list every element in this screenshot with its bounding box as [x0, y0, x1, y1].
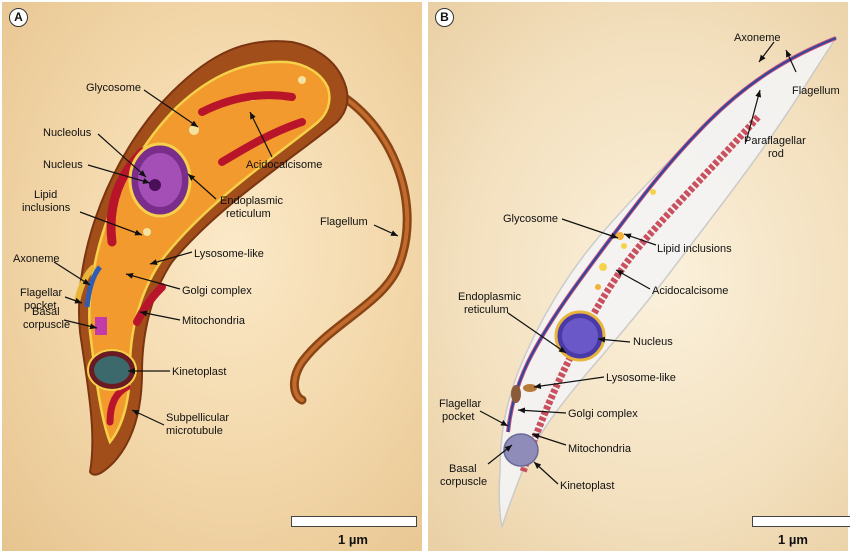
panel-b: B Axoneme Flagellum Paraflagellar rod Gl… [428, 2, 850, 551]
label-lysosome-like: Lysosome-like [606, 372, 676, 384]
label-flagellum: Flagellum [792, 85, 840, 97]
label-lipid-inclusions-line2: inclusions [22, 202, 71, 214]
label-subpellicular-microtubule-line1: Subpellicular [166, 412, 229, 424]
label-flagellum: Flagellum [320, 216, 368, 228]
label-lipid-inclusions-line1: Lipid [34, 189, 58, 201]
kinetoplast [503, 433, 539, 467]
basal-corpuscle [95, 317, 107, 335]
label-nucleus: Nucleus [43, 159, 83, 171]
label-acidocalcisome: Acidocalcisome [652, 285, 729, 297]
label-endoplasmic-reticulum-line2: reticulum [226, 208, 271, 220]
panel-b-illustration [479, 36, 839, 528]
scale-bar [752, 516, 850, 527]
label-flagellar-pocket-line1: Flagellar [439, 398, 482, 410]
label-subpellicular-microtubule-line2: microtubule [166, 425, 223, 437]
label-golgi-complex: Golgi complex [568, 408, 638, 420]
label-glycosome: Glycosome [86, 82, 142, 94]
label-acidocalcisome: Acidocalcisome [246, 159, 323, 171]
label-lipid-inclusions: Lipid inclusions [657, 243, 732, 255]
scale-bar [291, 516, 417, 527]
label-kinetoplast: Kinetoplast [172, 366, 227, 378]
label-axoneme: Axoneme [734, 32, 781, 44]
cell-body [498, 36, 839, 528]
label-paraflagellar-rod-line1: Paraflagellar [744, 135, 806, 147]
panel-letter-b: B [435, 8, 454, 27]
label-flagellar-pocket-line2: pocket [442, 411, 475, 423]
scale-bar-label: 1 µm [338, 532, 368, 547]
label-golgi-complex: Golgi complex [182, 285, 252, 297]
label-lysosome-like: Lysosome-like [194, 248, 264, 260]
label-axoneme: Axoneme [13, 253, 60, 265]
label-endoplasmic-reticulum-line1: Endoplasmic [220, 195, 283, 207]
panel-a-illustration [53, 40, 412, 476]
label-nucleolus: Nucleolus [43, 127, 92, 139]
label-kinetoplast: Kinetoplast [560, 480, 615, 492]
panel-letter-a: A [9, 8, 28, 27]
label-basal-corpuscle-line2: corpuscle [440, 476, 488, 488]
nucleolus [149, 179, 161, 191]
label-basal-corpuscle-line1: Basal [449, 463, 477, 475]
label-nucleus: Nucleus [633, 336, 673, 348]
label-mitochondria: Mitochondria [568, 443, 631, 455]
scale-bar-label: 1 µm [778, 532, 808, 547]
label-basal-corpuscle-line1: Basal [32, 306, 60, 318]
label-paraflagellar-rod-line2: rod [768, 148, 784, 160]
panel-a: A Glycosome Nucleolus Nucleus Acidocalci… [2, 2, 422, 551]
label-endoplasmic-reticulum-line1: Endoplasmic [458, 291, 521, 303]
label-flagellar-pocket-line2: pocket [24, 300, 57, 312]
label-endoplasmic-reticulum-line2: reticulum [464, 304, 509, 316]
label-mitochondria: Mitochondria [182, 315, 245, 327]
label-flagellar-pocket-line1: Flagellar [20, 287, 63, 299]
label-basal-corpuscle-line2: corpuscle [23, 319, 71, 331]
label-glycosome: Glycosome [503, 213, 559, 225]
